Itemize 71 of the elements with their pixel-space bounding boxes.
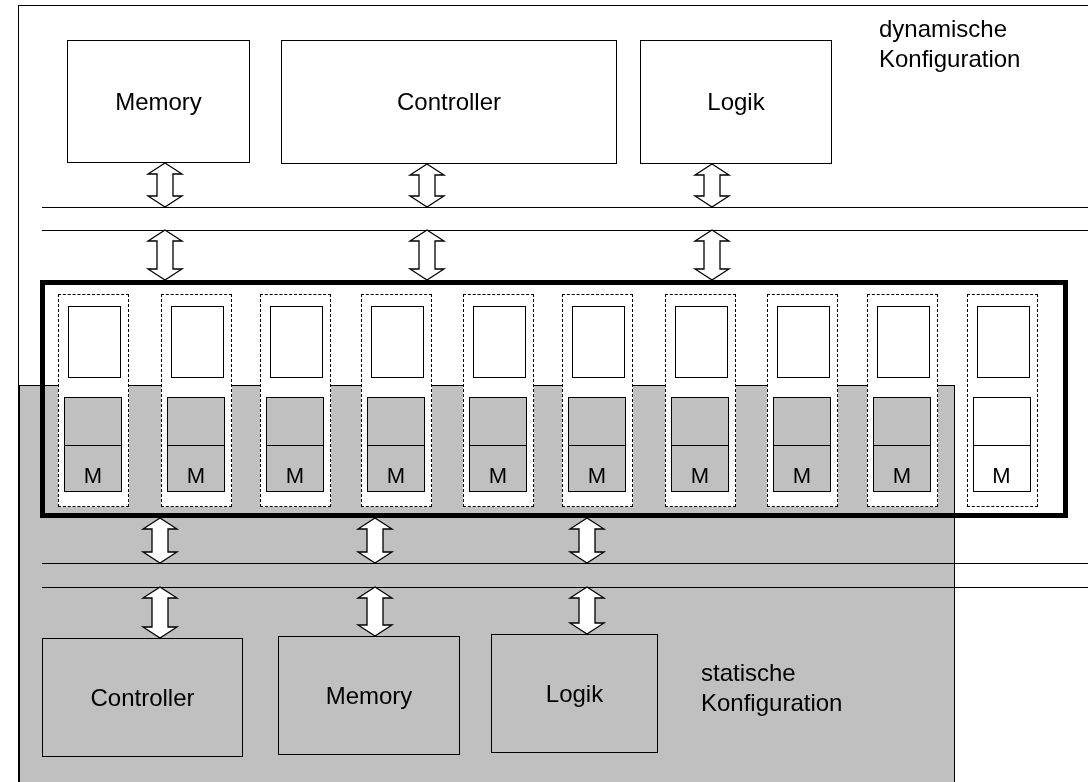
config-cell bbox=[972, 396, 1031, 446]
block-label: M bbox=[488, 463, 508, 489]
memory-cell bbox=[266, 445, 324, 492]
bus-line bbox=[42, 207, 1088, 209]
logic-cell bbox=[170, 305, 224, 378]
logic-cell bbox=[674, 305, 728, 378]
memory-cell bbox=[873, 445, 931, 492]
function-block bbox=[67, 40, 250, 163]
block-label: M bbox=[285, 463, 305, 489]
double-arrow bbox=[140, 517, 180, 564]
config-cell bbox=[367, 397, 425, 446]
double-arrow bbox=[355, 517, 395, 564]
logic-cell bbox=[876, 305, 930, 378]
config-cell bbox=[64, 397, 122, 446]
logic-cell bbox=[269, 305, 323, 378]
memory-cell bbox=[469, 445, 527, 492]
config-cell bbox=[773, 397, 831, 446]
cell-group bbox=[967, 294, 1038, 507]
logic-cell bbox=[976, 305, 1030, 378]
block-label: M bbox=[892, 463, 912, 489]
bus-line bbox=[42, 563, 1088, 565]
function-block bbox=[42, 638, 243, 757]
config-cell bbox=[469, 397, 527, 446]
logic-cell bbox=[67, 305, 121, 378]
function-block bbox=[640, 40, 832, 164]
memory-cell bbox=[167, 445, 225, 492]
bus-line bbox=[42, 230, 1088, 232]
block-label: M bbox=[690, 463, 710, 489]
function-block bbox=[281, 40, 617, 164]
memory-cell bbox=[671, 445, 729, 492]
double-arrow bbox=[407, 229, 447, 281]
memory-cell bbox=[568, 445, 626, 492]
block-label: Controller bbox=[396, 88, 501, 116]
double-arrow bbox=[140, 586, 180, 639]
block-label: Controller bbox=[90, 683, 195, 712]
double-arrow bbox=[567, 586, 607, 635]
memory-cell bbox=[64, 445, 122, 492]
bus-line bbox=[42, 587, 1088, 589]
double-arrow bbox=[145, 162, 185, 208]
function-block bbox=[278, 636, 460, 755]
region-label: statische Konfiguration bbox=[701, 658, 844, 718]
block-label: M bbox=[792, 463, 812, 489]
double-arrow bbox=[567, 517, 607, 564]
memory-cell bbox=[367, 445, 425, 492]
region-label: dynamische Konfiguration bbox=[879, 14, 1022, 74]
block-label: Memory bbox=[325, 681, 413, 710]
block-label: M bbox=[186, 463, 206, 489]
config-cell bbox=[873, 397, 931, 446]
block-label: M bbox=[83, 463, 103, 489]
block-label: M bbox=[587, 463, 607, 489]
block-label: Memory bbox=[115, 87, 202, 116]
config-cell bbox=[568, 397, 626, 446]
logic-cell bbox=[370, 305, 424, 378]
double-arrow bbox=[692, 229, 732, 281]
double-arrow bbox=[355, 586, 395, 637]
function-block bbox=[491, 634, 658, 753]
double-arrow bbox=[145, 229, 185, 281]
memory-cell bbox=[972, 444, 1031, 492]
config-cell bbox=[671, 397, 729, 446]
block-label: M bbox=[386, 463, 406, 489]
config-cell bbox=[167, 397, 225, 446]
double-arrow bbox=[407, 163, 447, 208]
logic-cell bbox=[571, 305, 625, 378]
memory-cell bbox=[773, 445, 831, 492]
block-label: Logik bbox=[545, 679, 604, 708]
config-cell bbox=[266, 397, 324, 446]
double-arrow bbox=[692, 163, 732, 208]
logic-cell bbox=[472, 305, 526, 378]
block-label: M bbox=[992, 462, 1011, 489]
logic-cell bbox=[776, 305, 830, 378]
block-label: Logik bbox=[707, 88, 765, 116]
